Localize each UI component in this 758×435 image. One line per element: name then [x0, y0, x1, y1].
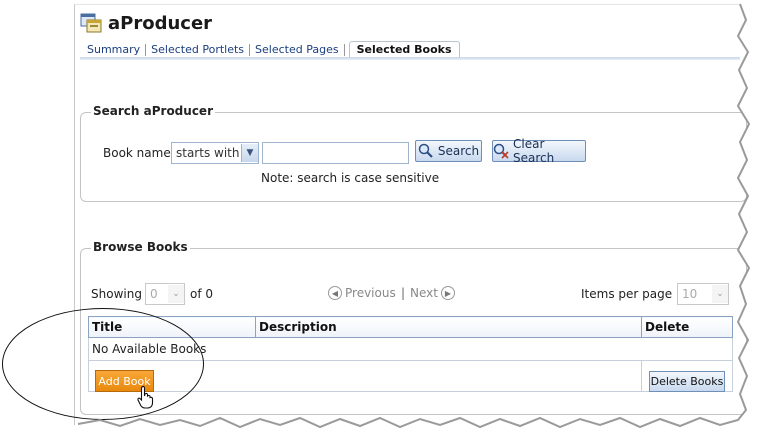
- app-window-icon: [80, 12, 102, 34]
- table-header-row: Title Description Delete: [88, 316, 733, 338]
- page-total-label: of 0: [190, 287, 214, 301]
- previous-link[interactable]: ◀ Previous: [328, 286, 396, 300]
- showing-label: Showing: [91, 287, 142, 301]
- books-table: Title Description Delete No Available Bo…: [88, 316, 733, 392]
- tab-underline: [80, 57, 740, 60]
- column-header-delete: Delete: [641, 316, 733, 338]
- tab-selected-books[interactable]: Selected Books: [348, 41, 460, 58]
- previous-label: Previous: [345, 286, 396, 300]
- page-select[interactable]: 0 ⌄: [145, 283, 185, 305]
- match-mode-value: starts with: [176, 146, 240, 160]
- tab-summary[interactable]: Summary: [87, 43, 141, 56]
- book-name-label: Book name: [103, 146, 171, 160]
- clear-search-icon: [493, 143, 509, 159]
- column-header-description[interactable]: Description: [255, 316, 642, 338]
- search-section-title: Search aProducer: [91, 104, 215, 118]
- app-header: aProducer: [80, 10, 212, 36]
- case-sensitive-note: Note: search is case sensitive: [261, 171, 440, 185]
- chevron-down-icon: ▼: [241, 144, 258, 162]
- page-select-value: 0: [150, 287, 158, 301]
- match-mode-select[interactable]: starts with ▼: [171, 142, 259, 164]
- clear-search-button-label: Clear Search: [513, 137, 555, 165]
- arrow-right-icon: ▶: [440, 286, 455, 300]
- app-title: aProducer: [108, 12, 213, 34]
- next-link[interactable]: Next ▶: [410, 286, 455, 300]
- arrow-left-icon: ◀: [328, 286, 342, 300]
- items-per-page-select[interactable]: 10 ⌄: [677, 283, 729, 305]
- book-name-input[interactable]: [262, 142, 409, 164]
- pager-separator: |: [401, 286, 406, 300]
- tab-selected-pages[interactable]: Selected Pages: [255, 43, 339, 56]
- items-per-page-label: Items per page: [581, 287, 673, 301]
- hand-pointer-icon: [137, 385, 154, 409]
- tab-bar: Summary Selected Portlets Selected Pages…: [82, 41, 460, 58]
- magnifier-icon: [418, 143, 434, 159]
- footer-left-cell: [88, 360, 642, 392]
- chevron-down-icon: ⌄: [712, 285, 728, 303]
- search-button[interactable]: Search: [415, 140, 482, 162]
- tab-divider: [343, 44, 345, 56]
- empty-message: No Available Books: [88, 337, 733, 361]
- browse-section-title: Browse Books: [91, 240, 190, 254]
- items-per-page-value: 10: [682, 287, 698, 301]
- column-header-title[interactable]: Title: [88, 316, 256, 338]
- clear-search-button[interactable]: Clear Search: [492, 137, 586, 165]
- next-label: Next: [410, 286, 438, 300]
- tab-selected-portlets[interactable]: Selected Portlets: [151, 43, 245, 56]
- delete-books-button[interactable]: Delete Books: [649, 371, 725, 392]
- table-footer-row: [88, 360, 733, 392]
- table-row: No Available Books: [88, 337, 733, 361]
- chevron-down-icon: ⌄: [168, 285, 184, 303]
- search-button-label: Search: [437, 144, 480, 158]
